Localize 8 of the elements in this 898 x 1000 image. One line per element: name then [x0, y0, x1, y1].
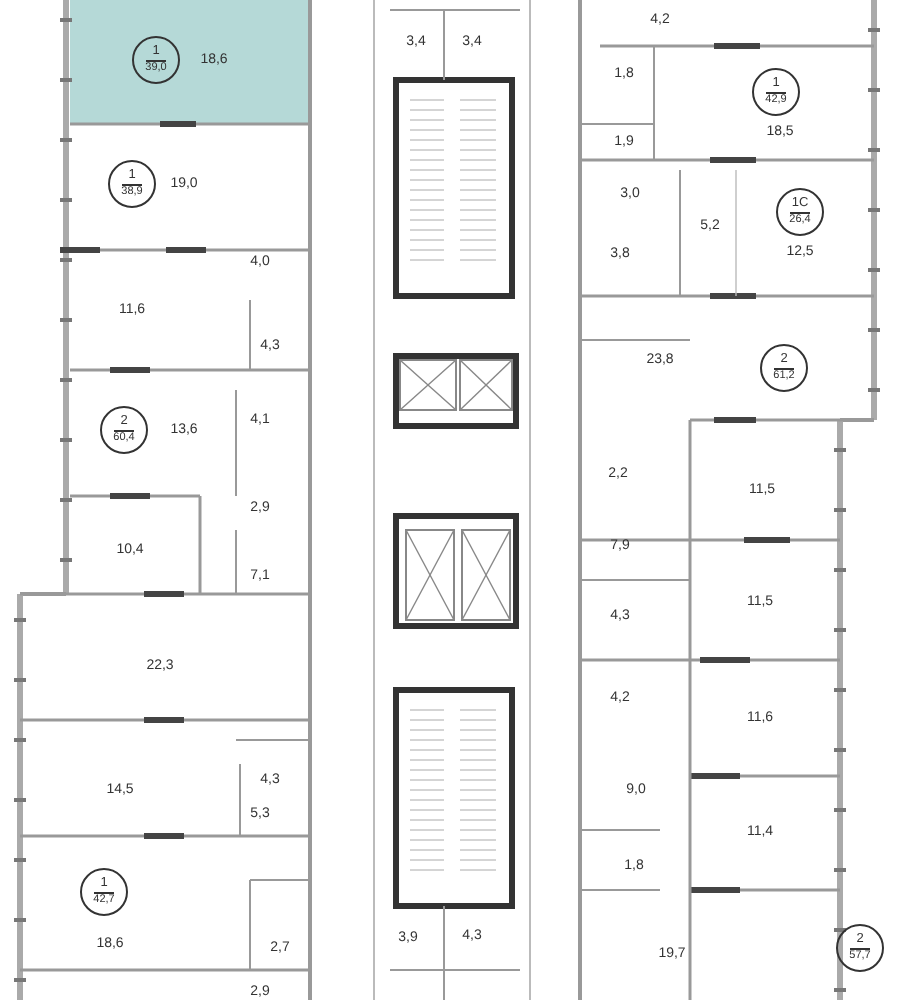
apartment-badge	[776, 188, 824, 236]
apartment-badge	[100, 406, 148, 454]
apartment-badge	[760, 344, 808, 392]
apartment-badge	[80, 868, 128, 916]
apartment-badge	[836, 924, 884, 972]
apartment-badge	[132, 36, 180, 84]
apartment-badge	[108, 160, 156, 208]
apartment-badge	[752, 68, 800, 116]
